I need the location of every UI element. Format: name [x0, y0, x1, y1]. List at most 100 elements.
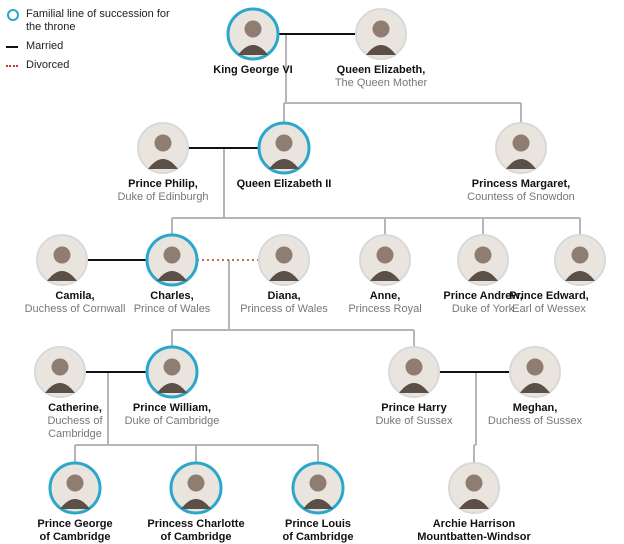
person-subtitle: Countess of Snowdon: [467, 191, 575, 203]
name-label-george6: King George VI: [178, 64, 328, 77]
legend-divorced: Divorced: [6, 59, 176, 72]
name-label-anne: Anne,Princess Royal: [310, 290, 460, 316]
person-title: Camila,: [55, 290, 95, 302]
person-subtitle: Duke of York: [451, 303, 515, 315]
person-subtitle: Duchess of Sussex: [487, 415, 583, 427]
person-subtitle: Duchess of Cornwall: [24, 303, 126, 315]
portrait-icon-shoulders: [565, 271, 595, 281]
person-subtitle: The Queen Mother: [334, 77, 428, 89]
person-catherine: [34, 346, 86, 398]
name-label-elizabeth2: Queen Elizabeth II: [209, 178, 359, 191]
person-subtitle: Duke of Cambridge: [124, 415, 220, 427]
person-title: Prince George: [37, 518, 113, 530]
person-charlotte: [169, 461, 223, 515]
legend: Familial line of succession for the thro…: [6, 8, 176, 78]
portrait-icon-shoulders: [47, 271, 77, 281]
person-edward: [554, 234, 606, 286]
portrait-icon-shoulders: [269, 159, 299, 169]
portrait-icon-shoulders: [181, 499, 211, 509]
legend-married: Married: [6, 40, 176, 53]
person-william: [145, 345, 199, 399]
person-subtitle: Duchess of: [47, 415, 103, 427]
portrait-icon-head: [154, 134, 172, 152]
person-anne: [359, 234, 411, 286]
person-title: Prince Philip,: [128, 178, 198, 190]
person-title: Meghan,: [512, 402, 558, 414]
portrait-icon-head: [244, 20, 262, 38]
portrait-icon-head: [163, 246, 181, 264]
name-label-edward: Prince Edward,Earl of Wessex: [474, 290, 624, 316]
portrait-icon-shoulders: [45, 383, 75, 393]
portrait-icon-head: [275, 134, 293, 152]
name-label-diana: Diana,Princess of Wales: [209, 290, 359, 316]
portrait-icon-shoulders: [269, 271, 299, 281]
portrait-icon-head: [571, 246, 589, 264]
portrait-icon-head: [512, 134, 530, 152]
person-title: Diana,: [267, 290, 301, 302]
person-title: Anne,: [369, 290, 401, 302]
person-subtitle: Duke of Sussex: [375, 415, 453, 427]
married-line-icon: [6, 40, 20, 53]
portrait-icon-head: [275, 246, 293, 264]
portrait-icon-head: [309, 474, 327, 492]
name-label-philip: Prince Philip,Duke of Edinburgh: [88, 178, 238, 204]
portrait-icon-head: [53, 246, 71, 264]
person-title: Prince Louis: [284, 518, 352, 530]
person-title: King George VI: [213, 64, 293, 76]
portrait-icon-shoulders: [459, 499, 489, 509]
person-title: Archie Harrison: [432, 518, 516, 530]
person-title: Mountbatten-Windsor: [417, 531, 531, 543]
person-queenmother: [355, 8, 407, 60]
person-margaret: [495, 122, 547, 174]
portrait-icon-shoulders: [60, 499, 90, 509]
portrait-icon-shoulders: [238, 45, 268, 55]
portrait-icon-shoulders: [157, 271, 187, 281]
portrait-icon-head: [405, 358, 423, 376]
person-title: Charles,: [150, 290, 194, 302]
person-subtitle: Princess Royal: [348, 303, 422, 315]
person-subtitle: Duke of Edinburgh: [117, 191, 209, 203]
person-george: [48, 461, 102, 515]
name-label-camila: Camila,Duchess of Cornwall: [0, 290, 150, 316]
person-charles: [145, 233, 199, 287]
person-title: Prince Andrew,: [443, 290, 523, 302]
person-archie: [448, 462, 500, 514]
portrait-icon-shoulders: [506, 159, 536, 169]
legend-succession-label: Familial line of succession for the thro…: [26, 8, 170, 33]
person-title: of Cambridge: [282, 531, 354, 543]
portrait-icon-head: [66, 474, 84, 492]
person-title: Catherine,: [48, 402, 102, 414]
name-label-andrew: Prince Andrew,Duke of York: [408, 290, 558, 316]
portrait-icon-head: [51, 358, 69, 376]
name-label-william: Prince William,Duke of Cambridge: [97, 402, 247, 428]
portrait-icon-head: [376, 246, 394, 264]
person-title: Princess Margaret,: [471, 178, 571, 190]
legend-succession: Familial line of succession for the thro…: [6, 8, 176, 34]
person-title: Princess Charlotte: [147, 518, 245, 530]
legend-divorced-label: Divorced: [26, 59, 70, 71]
portrait-icon-shoulders: [148, 159, 178, 169]
person-philip: [137, 122, 189, 174]
person-harry: [388, 346, 440, 398]
divorced-line-icon: [6, 59, 20, 72]
portrait-icon-head: [474, 246, 492, 264]
portrait-icon-shoulders: [366, 45, 396, 55]
person-subtitle: Prince of Wales: [133, 303, 211, 315]
person-diana: [258, 234, 310, 286]
person-title: Queen Elizabeth,: [336, 64, 426, 76]
name-label-queenmother: Queen Elizabeth,The Queen Mother: [306, 64, 456, 90]
portrait-icon-shoulders: [468, 271, 498, 281]
person-subtitle: Earl of Wessex: [512, 303, 586, 315]
person-subtitle: Cambridge: [48, 428, 102, 440]
name-label-charles: Charles,Prince of Wales: [97, 290, 247, 316]
portrait-icon-shoulders: [399, 383, 429, 393]
portrait-icon-shoulders: [520, 383, 550, 393]
person-camila: [36, 234, 88, 286]
portrait-icon-head: [465, 474, 483, 492]
portrait-icon-head: [372, 20, 390, 38]
person-title: Prince William,: [132, 402, 212, 414]
portrait-icon-head: [526, 358, 544, 376]
